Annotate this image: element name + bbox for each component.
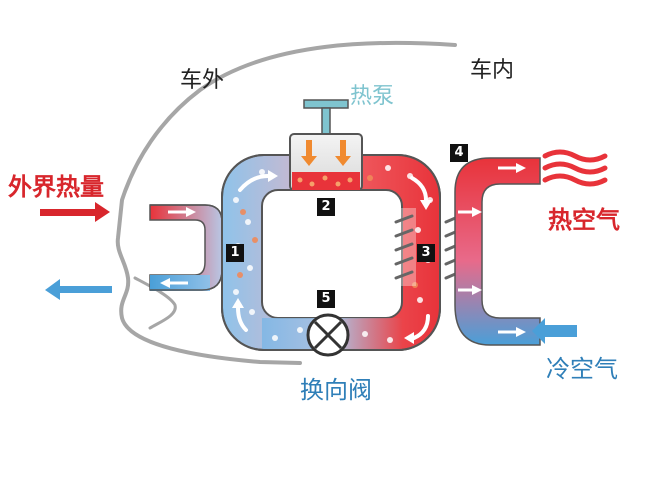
label-hot-air: 热空气	[548, 206, 620, 234]
indoor-air-duct	[454, 157, 541, 346]
marker-2: 2	[317, 198, 335, 216]
label-outside-heat: 外界热量	[8, 173, 104, 201]
arrow-right-icon	[168, 163, 526, 337]
arrow-left-icon	[160, 278, 188, 288]
marker-1: 1	[226, 244, 244, 262]
heat-wave-icon	[542, 149, 608, 187]
label-heat-pump: 热泵	[350, 84, 395, 109]
valve-x-icon	[306, 313, 350, 357]
label-outside: 车外	[180, 68, 225, 93]
marker-3: 3	[417, 244, 435, 262]
label-cold-air: 冷空气	[546, 355, 618, 383]
label-inside: 车内	[470, 58, 515, 83]
label-reversing-valve: 换向阀	[300, 376, 372, 404]
outside-heat-arrow	[40, 202, 110, 222]
car-body-outline	[115, 40, 457, 365]
pump-icon	[289, 99, 363, 191]
marker-4: 4	[450, 144, 468, 162]
cold-air-arrow	[532, 318, 577, 344]
outflow-arrow	[45, 279, 112, 300]
outdoor-exchanger-pipe	[149, 204, 223, 291]
marker-5: 5	[317, 290, 335, 308]
